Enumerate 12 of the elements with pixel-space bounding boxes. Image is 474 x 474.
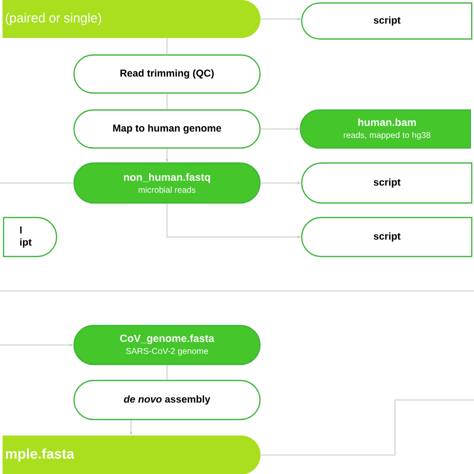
process-box: script [301,2,472,40]
process-box: script [301,162,472,204]
process-box: Read trimming (QC) [73,54,261,94]
file-box: non_human.fastq microbial reads [73,162,261,204]
process-box: script [301,216,472,258]
input-box: (paired or single) [2,0,260,38]
file-box: CoV_genome.fasta SARS-CoV-2 genome [73,324,261,366]
file-box: human.bam reads, mapped to hg38 [300,109,471,149]
output-box: mple.fasta [2,436,261,474]
process-box: l ipt [2,216,58,258]
process-box: Map to human genome [73,109,261,149]
process-box: de novo assembly [73,380,261,420]
